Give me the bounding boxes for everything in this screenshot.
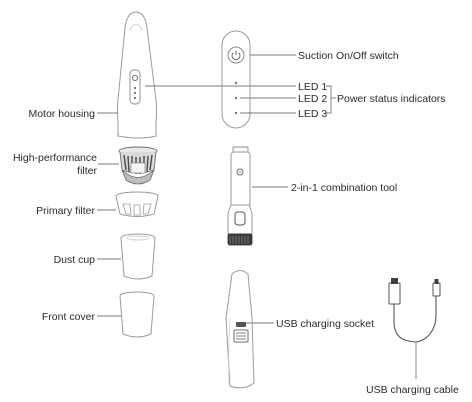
dust-cup-illustration: [120, 233, 156, 280]
label-filter-line1: High-performance: [13, 152, 97, 164]
label-front-cover: Front cover: [42, 311, 96, 323]
label-led3: LED 3: [298, 108, 327, 120]
combination-tool-illustration: [227, 146, 253, 246]
label-motor-housing: Motor housing: [28, 108, 95, 120]
motor-housing-illustration: [117, 11, 157, 139]
label-power-status: Power status indicators: [337, 93, 446, 105]
label-led2: LED 2: [298, 93, 327, 105]
label-combination-tool: 2-in-1 combination tool: [291, 182, 397, 194]
side-view-illustration: [225, 270, 255, 389]
label-primary-filter: Primary filter: [36, 205, 95, 217]
leader-lines: [97, 54, 417, 379]
label-charging-socket: USB charging socket: [276, 318, 374, 330]
label-suction-switch: Suction On/Off switch: [298, 50, 399, 62]
label-dust-cup: Dust cup: [54, 254, 96, 266]
label-filter-line2: filter: [77, 165, 97, 177]
usb-cable-illustration: [388, 278, 441, 343]
primary-filter-illustration: [115, 191, 159, 217]
label-led1: LED 1: [298, 81, 327, 93]
high-performance-filter-illustration: [118, 146, 158, 185]
label-charging-cable: USB charging cable: [366, 384, 459, 396]
front-cover-illustration: [119, 291, 155, 338]
control-panel-illustration: [221, 30, 251, 129]
